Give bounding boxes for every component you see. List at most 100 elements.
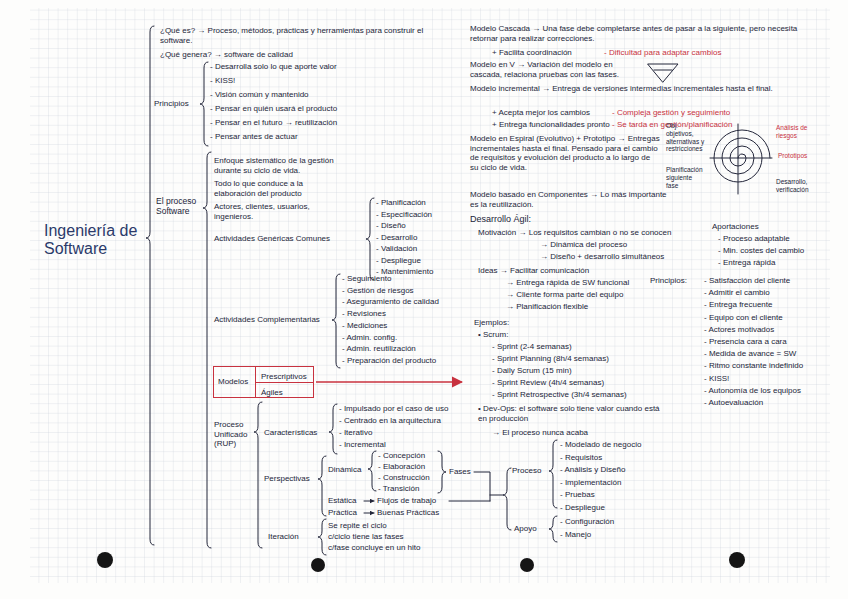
note-text: • Scrum: — [478, 330, 508, 340]
note-text: Desarrollo Ágil: — [470, 214, 531, 225]
note-text: - Dificultad para adaptar cambios — [604, 48, 721, 58]
note-text: - Pensar antes de actuar — [210, 132, 298, 142]
note-text: → Entrega rápida de SW funcional — [506, 278, 629, 288]
note-text: Proceso Unificado (RUP) — [214, 420, 258, 449]
note-text: Iteración — [268, 532, 299, 542]
note-text: Modelo incremental → Entrega de versione… — [470, 84, 800, 94]
spiral-axes — [710, 124, 772, 194]
note-text: Dinámica — [328, 465, 361, 475]
note-text: - Pensar en quién usará el producto — [210, 104, 337, 114]
note-text: c/fase concluye en un hito — [328, 543, 421, 553]
note-text: - Elaboración — [378, 462, 425, 472]
bracket — [146, 26, 154, 545]
note-text: - Satisfacción del cliente — [704, 276, 790, 286]
note-text: c/ciclo tiene las fases — [328, 532, 404, 542]
note-text: Ideas → Facilitar comunicación — [478, 266, 589, 276]
leader-line — [449, 501, 490, 502]
note-text: ¿Qué es? → Proceso, métodos, prácticas y… — [160, 26, 450, 45]
note-text: - Seguimiento — [342, 274, 391, 284]
node-label: Prescriptivos — [261, 372, 307, 382]
note-text: - Planificación — [376, 198, 426, 208]
table-cell: Prescriptivos — [255, 367, 313, 382]
note-text: - Especificación — [376, 210, 432, 220]
note-text: - Admin. config. — [342, 333, 397, 343]
bracket — [203, 152, 211, 548]
note-text: Práctica — [328, 508, 357, 518]
note-text: Actividades Genéricas Comunes — [214, 234, 330, 244]
note-text: - Implementación — [560, 478, 621, 488]
note-text: - Sprint Review (4h/4 semanas) — [492, 378, 604, 388]
note-text: Desarrollo, verificación — [776, 178, 826, 194]
note-text: - Sprint (2-4 semanas) — [492, 342, 572, 352]
note-text: Buenas Prácticas — [377, 508, 439, 518]
note-text: - Presencia cara a cara — [704, 337, 787, 347]
note-text: → Dinámica del proceso — [540, 240, 627, 250]
note-text: - Equipo con el cliente — [704, 313, 783, 323]
note-text: + Facilita coordinación — [492, 48, 572, 58]
note-text: - Iterativo — [339, 428, 372, 438]
note-text: Análisis de riesgos — [776, 124, 824, 140]
bracket — [366, 198, 374, 280]
note-text: Fases — [449, 467, 471, 477]
node-label: Ágiles — [261, 388, 283, 398]
note-text: - Autonomía de los equipos — [704, 386, 801, 396]
note-text: - Despliegue — [376, 256, 421, 266]
bracket — [254, 402, 262, 548]
note-text: - Transición — [378, 484, 419, 494]
sketch-part — [316, 382, 462, 383]
bracket — [329, 404, 337, 454]
note-text: - Sprint Planning (8h/4 semanas) — [492, 354, 609, 364]
note-text: - Pensar en el futuro → reutilización — [210, 118, 337, 128]
note-text: - Entrega rápida — [718, 258, 775, 268]
note-text: - Revisiones — [342, 309, 386, 319]
note-text: - Incremental — [339, 440, 386, 450]
note-text: - Despliegue — [560, 503, 605, 513]
note-text: Perspectivas — [264, 474, 310, 484]
note-text: → Diseño + desarrollo simultáneos — [540, 252, 664, 262]
note-text: Ejemplos: — [474, 318, 509, 328]
node-label: Modelos — [218, 377, 248, 387]
sketch-part — [97, 552, 745, 572]
note-text: - KISS! — [210, 76, 235, 86]
note-text: - Configuración — [560, 517, 614, 527]
note-text: - Admin. reutilización — [342, 344, 416, 354]
note-text: - Manejo — [560, 530, 591, 540]
note-text: Motivación → Los requisitos cambian o no… — [478, 228, 671, 238]
note-text: - Preparación del producto — [342, 356, 436, 366]
bracket — [503, 468, 511, 530]
punch-hole — [97, 552, 113, 568]
note-text: - Visión común y mantenido — [210, 90, 309, 100]
table-cell: Ágiles — [255, 382, 313, 397]
note-text: - Diseño — [376, 221, 406, 231]
note-text: Actores, clientes, usuarios, ingenieros. — [214, 202, 324, 221]
bracket — [332, 274, 340, 368]
note-text: - Actores motivados — [704, 325, 774, 335]
note-text: Modelo en V → Variación del modelo en ca… — [470, 60, 640, 79]
bracket — [368, 451, 376, 491]
note-text: - Concepción — [378, 451, 425, 461]
bracket — [549, 516, 557, 542]
note-text: ¿Qué genera? → software de calidad — [160, 50, 293, 60]
note-text: Principios: — [650, 276, 687, 286]
bracket — [318, 456, 326, 516]
note-text: Estática — [328, 496, 356, 506]
table-box: Modelos PrescriptivosÁgiles — [213, 366, 314, 398]
note-text: - Sprint Retrospective (3h/4 semanas) — [492, 390, 627, 400]
note-text: - KISS! — [704, 374, 729, 384]
note-text: + Acepta mejor los cambios — [492, 108, 590, 118]
note-text: - Requisitos — [560, 453, 602, 463]
sketch-part — [146, 26, 772, 555]
models-arrow — [316, 381, 462, 383]
punch-hole — [311, 558, 325, 572]
note-text: → Cliente forma parte del equipo — [506, 290, 623, 300]
note-text: - Admitir el cambio — [704, 288, 770, 298]
note-text: El proceso Software — [156, 196, 202, 216]
arrow-line — [364, 513, 374, 514]
grid-paper — [30, 8, 830, 583]
note-text: - Compleja gestión y seguimiento — [612, 108, 730, 118]
note-text: - Aseguramiento de calidad — [342, 297, 439, 307]
note-text: Se repite el ciclo — [328, 521, 387, 531]
note-text: - Ritmo constante indefinido — [704, 361, 803, 371]
punch-hole — [729, 552, 745, 568]
note-text: - Autoevaluación — [704, 398, 763, 408]
